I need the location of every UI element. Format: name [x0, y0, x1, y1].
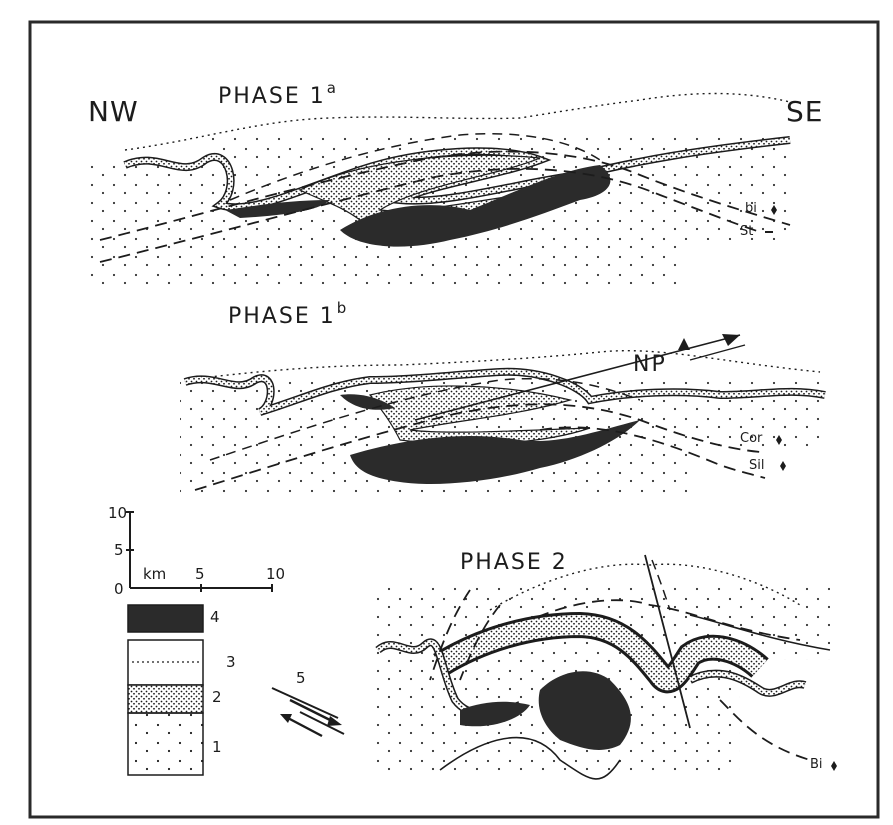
- phase2-section: [370, 555, 830, 780]
- phase1b-section: [180, 334, 830, 500]
- phase-1b-name: PHASE 1: [228, 304, 336, 329]
- legend-label-4: 4: [210, 610, 220, 625]
- phase1a-section: [90, 94, 800, 291]
- legend-swatch-4: [128, 605, 203, 632]
- scale-x-tick-0: 0: [114, 582, 124, 597]
- legend-swatch-1: [128, 713, 203, 775]
- scale-x-tick-10: 10: [266, 567, 285, 582]
- thrust-np-label: NP: [633, 354, 667, 376]
- phase-1a-name: PHASE 1: [218, 84, 326, 109]
- direction-left-label: NW: [88, 98, 139, 126]
- legend-label-3: 3: [226, 655, 236, 670]
- scale-unit-label: km: [143, 567, 166, 582]
- legend-swatch-3: [128, 640, 203, 685]
- phase-2-title: PHASE 2: [460, 552, 568, 574]
- phase-1b-title: PHASE 1b: [228, 306, 348, 328]
- scale-y-tick-10: 10: [108, 506, 127, 521]
- legend-label-1: 1: [212, 740, 222, 755]
- shear-arrows: [272, 688, 344, 736]
- isograd-sil-label: Sil: [749, 459, 764, 472]
- phase-1b-superscript: b: [337, 299, 349, 317]
- phase-1a-superscript: a: [327, 79, 338, 97]
- phase-1a-title: PHASE 1a: [218, 86, 338, 108]
- direction-right-label: SE: [786, 98, 823, 126]
- phase-2-name: PHASE 2: [460, 550, 568, 575]
- isograd-cor-label: Cor: [740, 432, 762, 445]
- isograd-bi2-label: Bi: [810, 758, 823, 771]
- scale-y-tick-5: 5: [114, 543, 124, 558]
- isograd-bi-label: bi: [745, 202, 757, 215]
- legend-swatch-2: [128, 685, 203, 713]
- isograd-st-label: St: [740, 225, 753, 238]
- shear-label-5: 5: [296, 671, 306, 686]
- legend-boxes: [128, 605, 203, 775]
- scale-x-tick-5: 5: [195, 567, 205, 582]
- legend-label-2: 2: [212, 690, 222, 705]
